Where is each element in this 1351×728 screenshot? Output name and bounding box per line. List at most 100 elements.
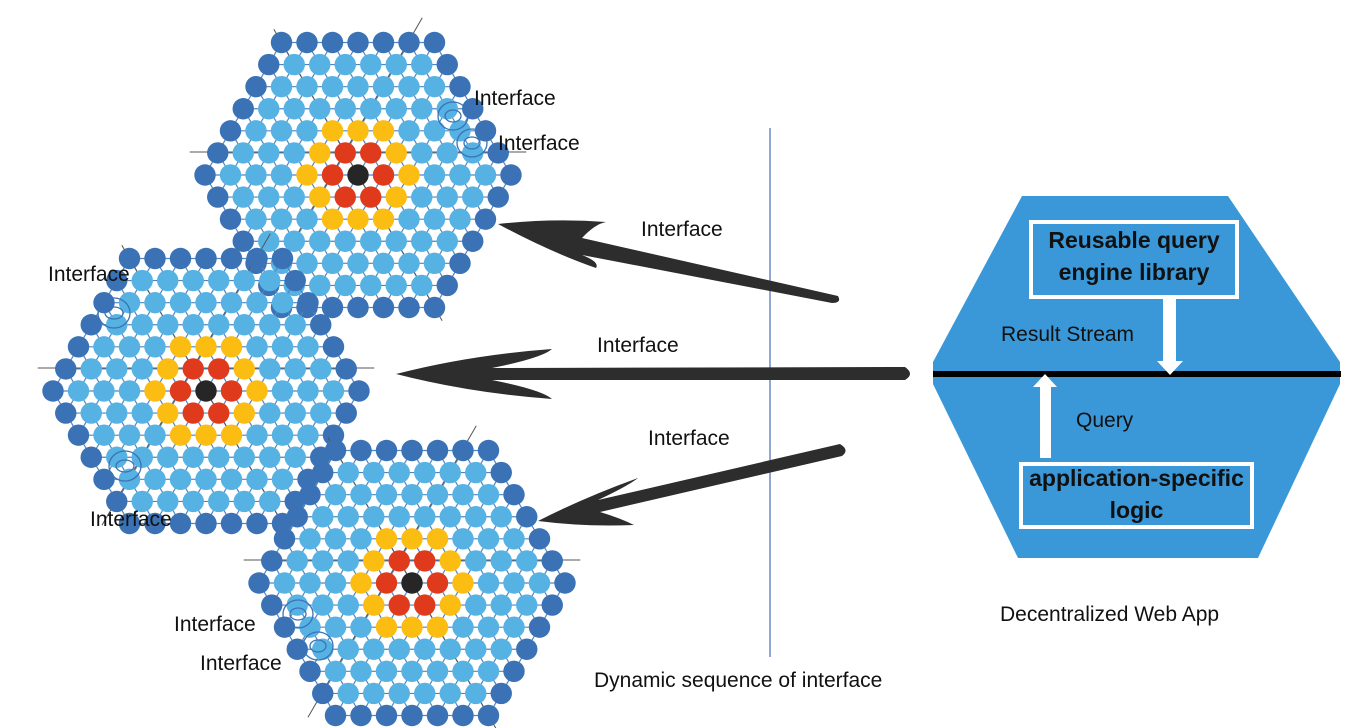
grid-node xyxy=(321,120,344,142)
grid-node xyxy=(93,468,115,491)
grid-node xyxy=(398,208,420,230)
library-box xyxy=(1029,220,1239,299)
grid-node xyxy=(182,269,204,292)
grid-node xyxy=(436,186,458,208)
grid-node xyxy=(462,186,484,208)
grid-node xyxy=(157,358,179,380)
grid-node xyxy=(490,550,512,572)
grid-node xyxy=(439,638,461,660)
grid-node xyxy=(219,208,242,230)
grid-node xyxy=(258,98,280,120)
grid-node xyxy=(350,660,372,683)
grid-node xyxy=(169,380,192,402)
grid-node xyxy=(388,550,410,572)
grid-node xyxy=(182,314,204,336)
grid-node xyxy=(310,314,332,336)
grid-node xyxy=(324,660,347,683)
grid-node xyxy=(220,512,243,535)
grid-node xyxy=(335,402,357,424)
grid-node xyxy=(233,358,255,380)
grid-node xyxy=(182,358,204,380)
grid-node xyxy=(309,274,331,297)
grid-node xyxy=(401,528,423,550)
result-stream-arrow xyxy=(1157,299,1183,375)
grid-node xyxy=(452,704,474,727)
grid-node xyxy=(232,142,254,164)
grid-node xyxy=(246,380,268,402)
grid-node xyxy=(131,314,153,336)
grid-node xyxy=(258,53,280,76)
grid-node xyxy=(259,269,281,292)
grid-node xyxy=(449,164,471,186)
grid-node xyxy=(118,424,141,446)
grid-node xyxy=(490,506,512,528)
grid-node xyxy=(283,53,305,76)
grid-node xyxy=(233,269,255,292)
grid-node xyxy=(245,208,267,230)
grid-node xyxy=(350,439,372,462)
grid-node xyxy=(372,31,395,54)
grid-node xyxy=(337,550,359,572)
grid-node xyxy=(270,164,293,186)
logic-box-title: application-specific logic xyxy=(1023,462,1250,526)
grid-node xyxy=(296,252,318,275)
interface-label-left-2: Interface xyxy=(90,508,172,531)
grid-node xyxy=(259,490,281,513)
grid-node xyxy=(299,483,321,506)
grid-node xyxy=(157,446,179,468)
grid-node xyxy=(310,358,332,380)
grid-node xyxy=(248,572,270,594)
grid-node xyxy=(296,31,318,54)
grid-node xyxy=(541,550,563,572)
grid-node xyxy=(195,468,217,491)
grid-node xyxy=(503,572,525,594)
node-grid-top xyxy=(189,17,527,322)
grid-node xyxy=(350,616,372,638)
grid-node xyxy=(207,142,229,164)
grid-node xyxy=(286,506,308,528)
grid-node xyxy=(324,483,347,506)
concentric-circle-icon xyxy=(97,297,131,329)
grid-node xyxy=(93,424,115,446)
grid-node xyxy=(426,439,449,462)
grid-node xyxy=(195,380,217,402)
grid-node xyxy=(516,594,538,616)
grid-node xyxy=(219,120,242,142)
grid-node xyxy=(261,550,283,572)
grid-node xyxy=(309,186,331,208)
grid-node xyxy=(465,638,487,660)
grid-node xyxy=(360,142,382,164)
grid-node xyxy=(246,512,268,535)
grid-node xyxy=(271,424,294,446)
grid-node xyxy=(372,164,395,186)
grid-node xyxy=(312,682,334,705)
grid-node xyxy=(208,490,230,513)
grid-node xyxy=(232,98,254,120)
grid-node xyxy=(271,468,294,491)
grid-node xyxy=(309,98,331,120)
grid-node xyxy=(220,468,243,491)
grid-node xyxy=(477,572,500,594)
grid-node xyxy=(233,490,255,513)
grid-node xyxy=(350,528,372,550)
grid-node xyxy=(297,380,319,402)
grid-node xyxy=(528,572,551,594)
grid-node xyxy=(208,269,230,292)
grid-node xyxy=(208,358,230,380)
grid-node xyxy=(414,461,436,484)
grid-node xyxy=(299,572,321,594)
grid-node xyxy=(324,528,347,550)
grid-node xyxy=(334,142,356,164)
grid-node xyxy=(436,142,458,164)
grid-node xyxy=(296,208,318,230)
grid-node xyxy=(195,247,217,270)
interface-label-arrow-middle: Interface xyxy=(597,334,679,357)
grid-node xyxy=(246,336,268,358)
grid-node xyxy=(118,380,141,402)
grid-node xyxy=(449,120,471,142)
grid-node xyxy=(169,468,192,491)
grid-node xyxy=(372,252,395,275)
grid-node xyxy=(388,682,410,705)
grid-node xyxy=(500,164,522,186)
grid-node xyxy=(246,424,268,446)
